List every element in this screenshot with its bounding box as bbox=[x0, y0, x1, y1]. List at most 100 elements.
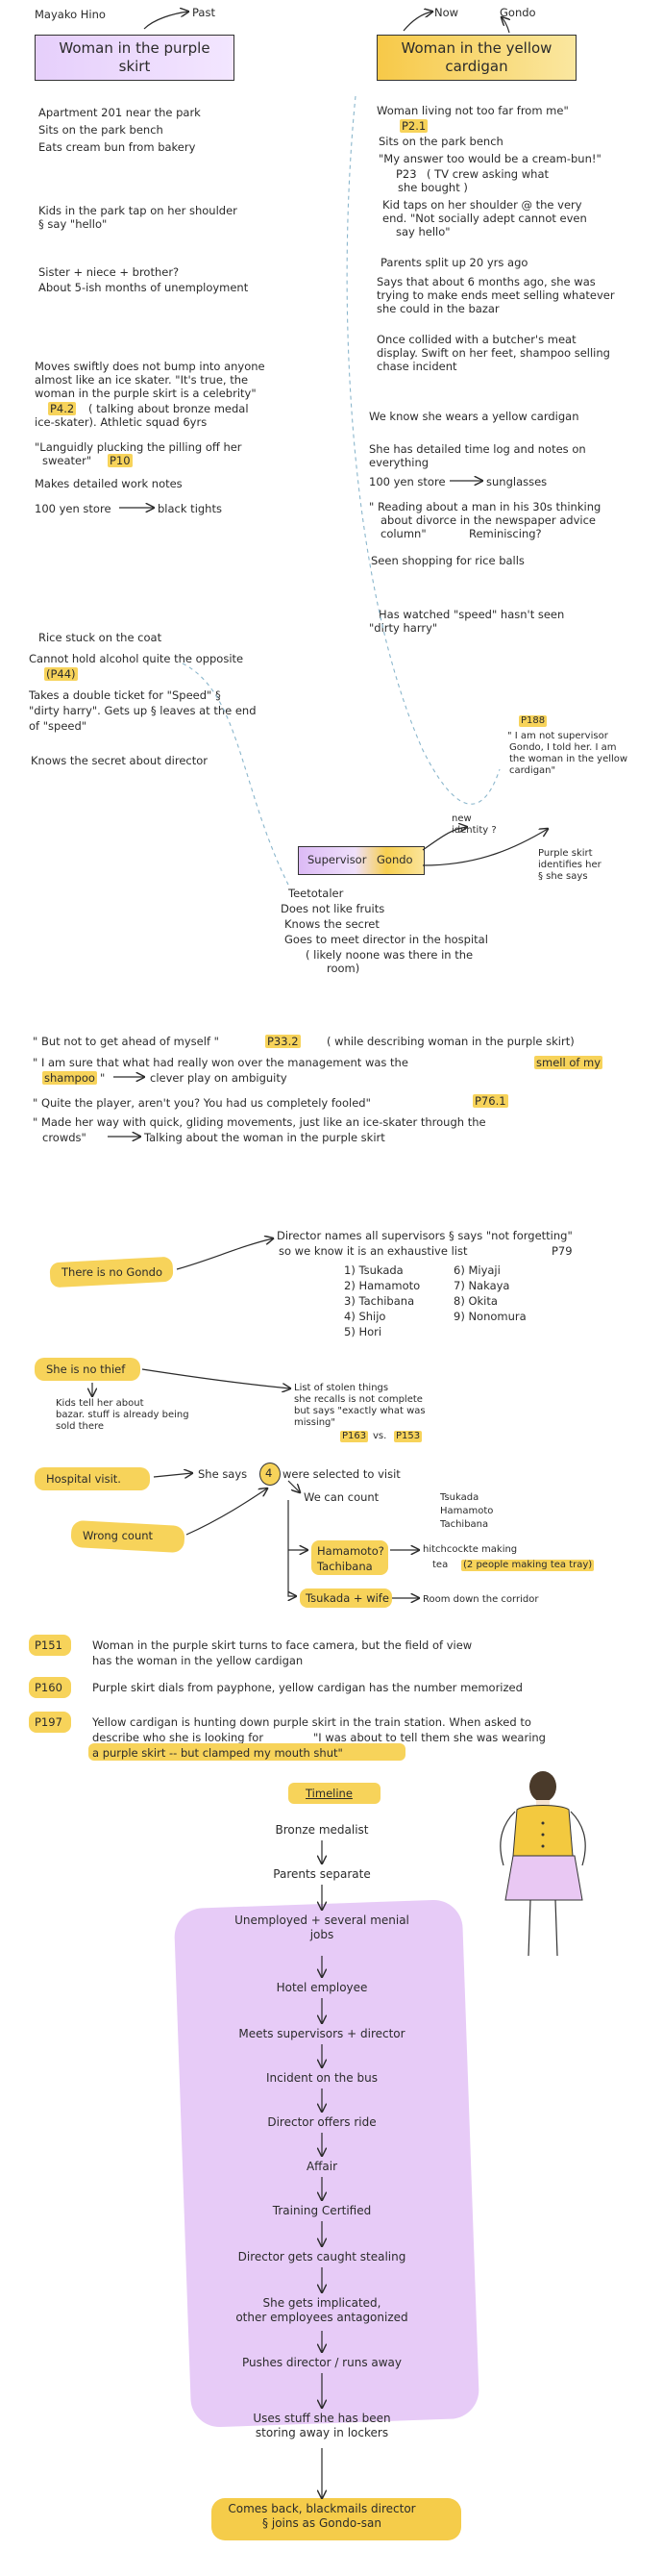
tea: tea bbox=[432, 1560, 449, 1570]
count-name: Tsukada bbox=[440, 1492, 479, 1503]
page-note: describe who she is looking for bbox=[92, 1731, 264, 1744]
left-item: Knows the secret about director bbox=[31, 754, 209, 767]
right-item: Reminiscing? bbox=[469, 527, 542, 540]
right-item: Seen shopping for rice balls bbox=[371, 554, 525, 567]
hamamoto: Hamamoto? bbox=[317, 1544, 384, 1558]
timeline-title: Timeline bbox=[306, 1787, 353, 1800]
p160-highlight bbox=[29, 1677, 71, 1698]
middle-fact: Goes to meet director in the hospital bbox=[284, 933, 488, 946]
woman-illustration bbox=[500, 1771, 586, 1957]
right-item: Says that about 6 months ago, she was bbox=[377, 275, 596, 288]
right-item: "My answer too would be a cream-bun!" bbox=[379, 152, 602, 165]
left-item: "Languidly plucking the pilling off her bbox=[35, 440, 242, 454]
quote-highlight: shampoo bbox=[42, 1071, 97, 1085]
timeline-step: Hotel employee bbox=[276, 1981, 368, 1994]
right-item: column" bbox=[381, 527, 427, 540]
left-item: Cannot hold alcohol quite the opposite bbox=[29, 652, 244, 665]
left-item: Moves swiftly does not bump into anyone bbox=[35, 360, 265, 373]
exhaustive-page: P79 bbox=[552, 1244, 573, 1258]
supervisor-name: 2) Hamamoto bbox=[344, 1279, 421, 1292]
director-names: Director names all supervisors § says "n… bbox=[277, 1229, 573, 1242]
left-item: About 5-ish months of unemployment bbox=[38, 281, 249, 294]
middle-fact: Knows the secret bbox=[284, 917, 380, 931]
page-ref: P163 bbox=[340, 1431, 369, 1442]
dashed-connector-right bbox=[346, 95, 501, 805]
timeline-step: Unemployed + several menial jobs bbox=[234, 1913, 409, 1941]
we-can-count: We can count bbox=[304, 1490, 380, 1504]
count-name: Hamamoto bbox=[440, 1506, 494, 1516]
quote: crowds" bbox=[42, 1131, 86, 1144]
page-note: Yellow cardigan is hunting down purple s… bbox=[92, 1715, 531, 1729]
left-item: black tights bbox=[158, 502, 222, 515]
page-ref: P4.2 bbox=[48, 402, 77, 415]
new-identity: new identity ? bbox=[452, 813, 497, 836]
supervisor-name: 5) Hori bbox=[344, 1325, 382, 1338]
quote: " bbox=[100, 1071, 106, 1085]
page-ref: P10 bbox=[108, 454, 133, 467]
left-item: § say "hello" bbox=[38, 217, 108, 231]
middle-fact: ( likely noone was there in the bbox=[306, 948, 474, 962]
right-item: " Reading about a man in his 30s thinkin… bbox=[369, 500, 602, 513]
timeline-step: Incident on the bus bbox=[266, 2071, 378, 2085]
exhaustive: so we know it is an exhaustive list bbox=[279, 1244, 468, 1258]
supervisor-name: 9) Nonomura bbox=[454, 1310, 527, 1323]
page-ref: P153 bbox=[394, 1431, 423, 1442]
page-ref: P2.1 bbox=[400, 119, 429, 133]
timeline-step: Uses stuff she has been storing away in … bbox=[253, 2412, 391, 2439]
page-ref: P76.1 bbox=[473, 1094, 508, 1108]
quote: " Quite the player, aren't you? You had … bbox=[33, 1096, 371, 1110]
page-ref: P197 bbox=[35, 1715, 62, 1729]
left-item: Makes detailed work notes bbox=[35, 477, 183, 490]
right-item: everything bbox=[369, 456, 430, 469]
right-item: cardigan" bbox=[509, 765, 556, 776]
right-item: ( TV crew asking what bbox=[427, 167, 550, 181]
timeline-step: She gets implicated, other employees ant… bbox=[235, 2296, 408, 2324]
page-note: Purple skirt dials from payphone, yellow… bbox=[92, 1681, 523, 1694]
yellow-cardigan-title-text: Woman in the yellow cardigan bbox=[401, 39, 552, 75]
right-item: 100 yen store bbox=[369, 475, 446, 488]
right-item: Kid taps on her shoulder @ the very bbox=[382, 198, 582, 212]
right-item: Parents split up 20 yrs ago bbox=[381, 256, 528, 269]
left-item: sweater" bbox=[42, 454, 92, 467]
right-item: Has watched "speed" hasn't seen bbox=[379, 608, 565, 621]
timeline-yellow-band bbox=[211, 2498, 461, 2540]
no-gondo-label: There is no Gondo bbox=[61, 1265, 162, 1279]
wrong-count-label: Wrong count bbox=[83, 1529, 154, 1542]
left-item: Sits on the park bench bbox=[38, 123, 163, 137]
left-item: Rice stuck on the coat bbox=[38, 631, 162, 644]
left-item: Eats cream bun from bakery bbox=[38, 140, 196, 154]
purple-identifies: Purple skirt identifies her § she says bbox=[538, 848, 602, 882]
timeline-step: Affair bbox=[306, 2160, 338, 2173]
gondo-box-label: Gondo bbox=[377, 853, 413, 866]
right-item: She has detailed time log and notes on bbox=[369, 442, 586, 456]
yellow-cardigan-title: Woman in the yellow cardigan bbox=[377, 35, 577, 81]
middle-fact: Teetotaler bbox=[288, 887, 344, 900]
supervisor-name: 8) Okita bbox=[454, 1294, 498, 1308]
tsukada-highlight bbox=[300, 1588, 392, 1608]
right-item: "dirty harry" bbox=[369, 621, 438, 635]
page-note: "I was about to tell them she was wearin… bbox=[313, 1731, 546, 1744]
supervisor-name: 7) Nakaya bbox=[454, 1279, 510, 1292]
p197-highlight bbox=[29, 1712, 71, 1733]
right-item: end. "Not socially adept cannot even bbox=[382, 212, 587, 225]
timeline-step: Director gets caught stealing bbox=[237, 2250, 406, 2263]
page-ref: P151 bbox=[35, 1638, 62, 1652]
right-item: We know she wears a yellow cardigan bbox=[369, 410, 579, 423]
room-down: Room down the corridor bbox=[423, 1594, 539, 1605]
supervisor-gondo-box bbox=[298, 846, 425, 875]
quote-highlight: smell of my bbox=[534, 1056, 603, 1069]
hitchcock: hitchcockte making bbox=[423, 1544, 518, 1555]
page-ref: (P44) bbox=[44, 667, 78, 681]
right-item: the woman in the yellow bbox=[509, 754, 628, 764]
right-item: about divorce in the newspaper advice bbox=[381, 513, 596, 527]
left-item: of "speed" bbox=[29, 719, 87, 733]
timeline-step: Comes back, blackmails director § joins … bbox=[228, 2502, 416, 2530]
count-name: Tachibana bbox=[440, 1519, 489, 1530]
past-arrow bbox=[143, 12, 188, 30]
timeline-step: Parents separate bbox=[273, 1867, 371, 1881]
right-item: trying to make ends meet selling whateve… bbox=[377, 288, 615, 302]
supervisor-label: Supervisor bbox=[307, 853, 367, 866]
right-item: Once collided with a butcher's meat bbox=[377, 333, 577, 346]
timeline-step: Bronze medalist bbox=[275, 1823, 369, 1837]
